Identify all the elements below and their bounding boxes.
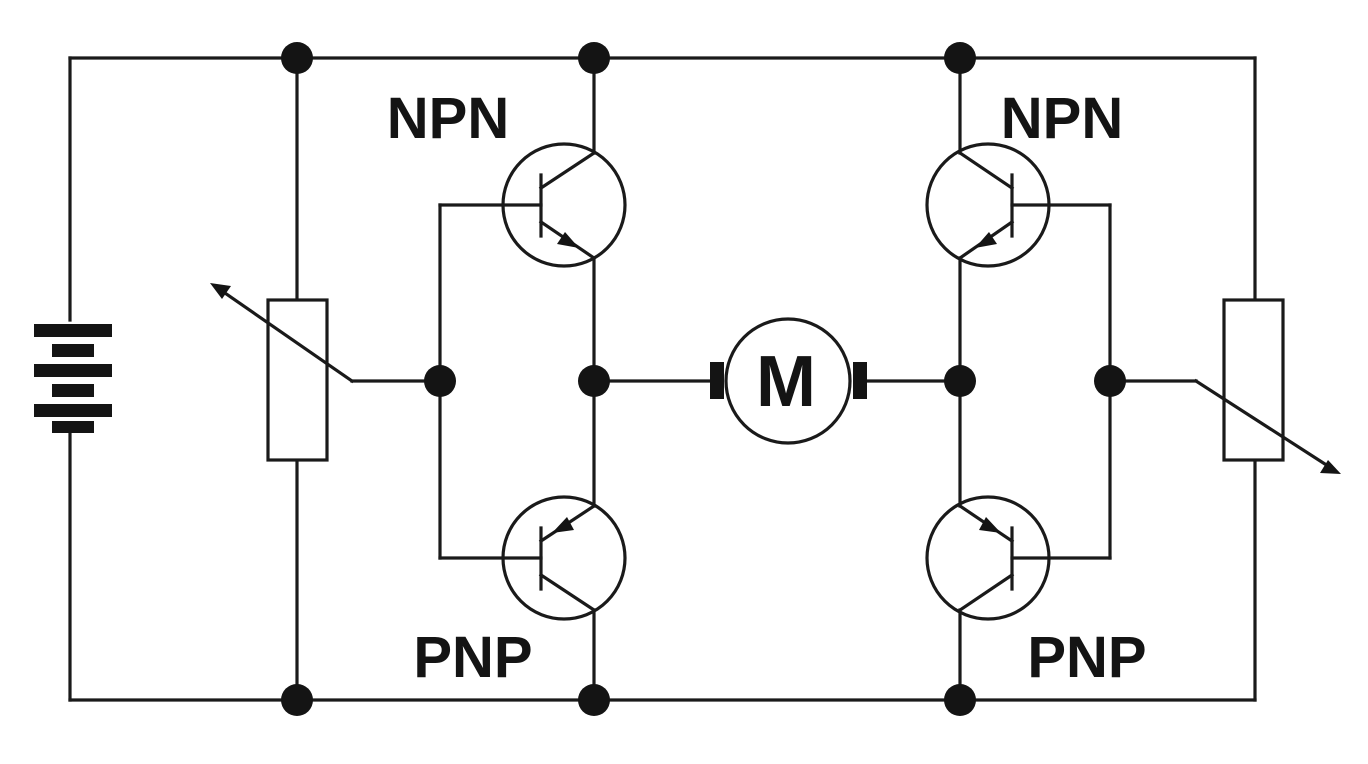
junction-node xyxy=(281,42,313,74)
junction-node xyxy=(944,42,976,74)
right-potentiometer xyxy=(1108,298,1341,474)
potentiometer-icon xyxy=(266,298,329,462)
battery-icon xyxy=(34,324,112,433)
junction-node xyxy=(944,365,976,397)
junction-node xyxy=(424,365,456,397)
left-potentiometer xyxy=(210,56,442,702)
junction-node xyxy=(578,42,610,74)
junction-node xyxy=(944,684,976,716)
q1-type-label: NPN xyxy=(387,86,509,151)
junction-node xyxy=(1094,365,1126,397)
q2-type-label: PNP xyxy=(413,625,532,690)
potentiometer-arrow-icon xyxy=(219,288,355,384)
q3-type-label: NPN xyxy=(1001,86,1123,151)
pnp-transistor-icon xyxy=(501,495,627,621)
junction-node xyxy=(578,365,610,397)
q4-type-label: PNP xyxy=(1027,625,1146,690)
motor-label: M xyxy=(756,342,816,422)
potentiometer-icon xyxy=(1222,298,1285,462)
junction-node xyxy=(578,684,610,716)
junction-node xyxy=(281,684,313,716)
potentiometer-arrow-icon xyxy=(1193,378,1331,469)
npn-transistor-icon xyxy=(501,142,627,268)
